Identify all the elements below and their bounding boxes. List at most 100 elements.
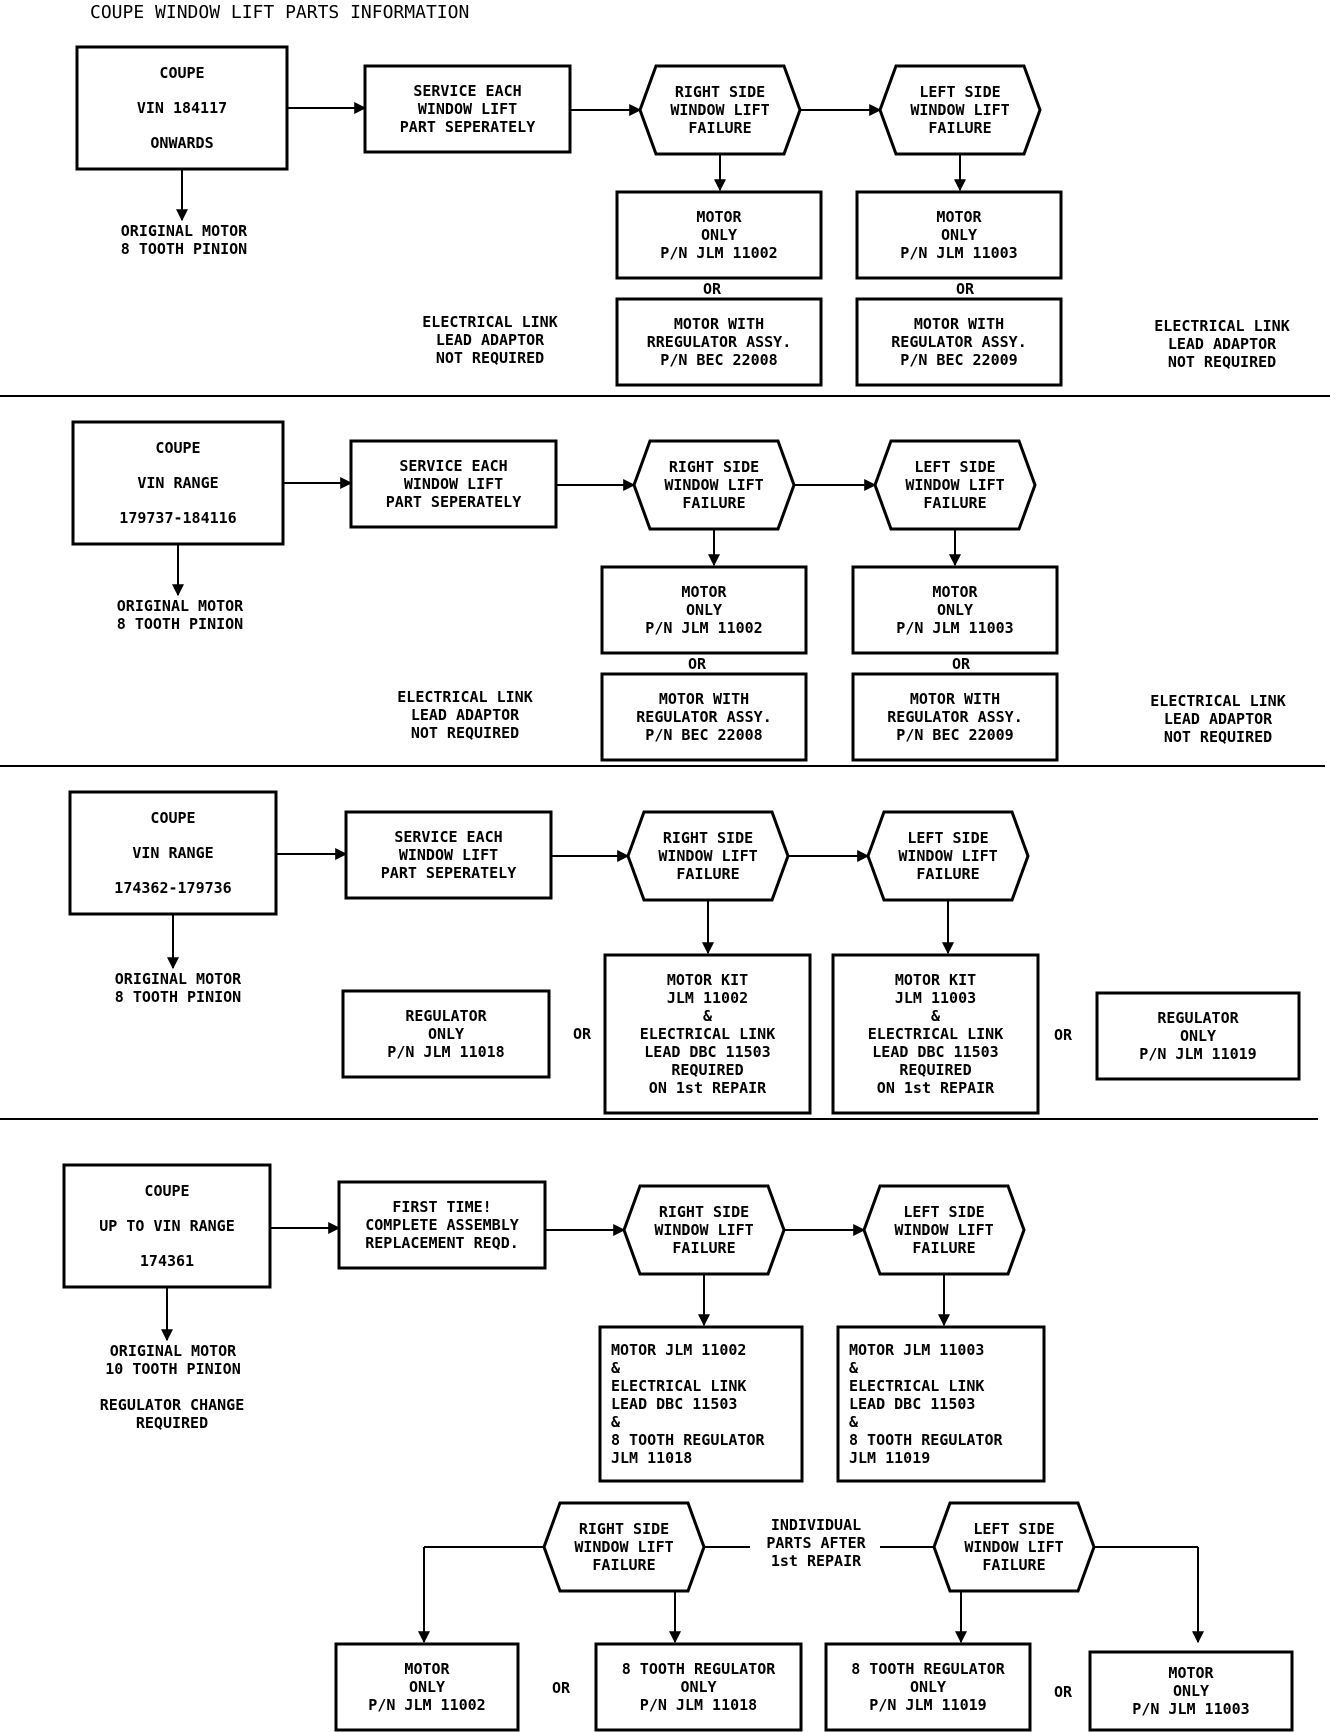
s4-left-reg-only-box <box>824 1642 1032 1732</box>
s4-left-assembly-box-line: & <box>849 1413 859 1431</box>
s1-note-right-line: NOT REQUIRED <box>1168 353 1276 371</box>
s3-range-box-line: 174362-179736 <box>114 879 231 897</box>
s3-right-kit-box-line: MOTOR KIT <box>667 971 748 989</box>
s2-note-right-line: ELECTRICAL LINK <box>1150 692 1285 710</box>
s3-right-kit-box-line: ON 1st REPAIR <box>649 1079 767 1097</box>
s4-left-failure-hex-2 <box>932 1501 1096 1593</box>
s4-right-reg-only-box <box>594 1642 803 1732</box>
s1-right-regulator-box-line: P/N BEC 22008 <box>660 351 777 369</box>
s4-right-motor-only-box <box>334 1642 520 1732</box>
s3-service-box-line: PART SEPERATELY <box>381 864 516 882</box>
s4-left-reg-only-box-line: P/N JLM 11019 <box>869 1696 986 1714</box>
s1-right-failure-hex-line: RIGHT SIDE <box>675 83 765 101</box>
s1-note-right-line: LEAD ADAPTOR <box>1168 335 1277 353</box>
s3-right-kit-box <box>603 953 812 1115</box>
s4-first-time-box-line: REPLACEMENT REQD. <box>365 1234 519 1252</box>
s4-left-reg-only-box-line: ONLY <box>910 1678 946 1696</box>
s2-range-box-line: COUPE <box>155 439 200 457</box>
s4-left-reg-only-box-line: 8 TOOTH REGULATOR <box>851 1660 1005 1678</box>
s3-left-kit-box-line: JLM 11003 <box>895 989 976 1007</box>
s4-right-failure-hex-line: FAILURE <box>672 1239 735 1257</box>
s3-left-regulator-box-line: ONLY <box>1180 1027 1216 1045</box>
s3-or-label: OR <box>1054 1026 1073 1044</box>
s3-left-kit-box-line: ON 1st REPAIR <box>877 1079 995 1097</box>
s4-right-reg-only-box-line: 8 TOOTH REGULATOR <box>622 1660 776 1678</box>
s4-right-motor-only-box-line: ONLY <box>409 1678 445 1696</box>
s2-left-motor-box-line: P/N JLM 11003 <box>896 619 1013 637</box>
s3-right-kit-box-line: REQUIRED <box>671 1061 743 1079</box>
s3-right-kit-box-line: ELECTRICAL LINK <box>640 1025 775 1043</box>
s2-left-motor-box-line: ONLY <box>937 601 973 619</box>
s4-left-motor-only-box-line: MOTOR <box>1168 1664 1214 1682</box>
s1-range-box-line: VIN 184117 <box>137 99 227 117</box>
s3-right-failure-hex-line: RIGHT SIDE <box>663 829 753 847</box>
s1-service-box <box>363 64 572 154</box>
s1-left-regulator-box-line: MOTOR WITH <box>914 315 1004 333</box>
s4-first-time-box-line: FIRST TIME! <box>392 1198 491 1216</box>
s2-motor-note-line: 8 TOOTH PINION <box>117 615 243 633</box>
s4-motor-note-line: 10 TOOTH PINION <box>105 1360 240 1378</box>
s4-left-failure-hex-line: LEFT SIDE <box>903 1203 984 1221</box>
s1-left-failure-hex-line: LEFT SIDE <box>919 83 1000 101</box>
s4-right-assembly-box-line: 8 TOOTH REGULATOR <box>611 1431 765 1449</box>
s4-right-failure-hex-2-line: WINDOW LIFT <box>574 1538 673 1556</box>
s1-or-label: OR <box>956 280 975 298</box>
s1-right-failure-hex-line: WINDOW LIFT <box>670 101 769 119</box>
s1-note-left-line: ELECTRICAL LINK <box>422 313 557 331</box>
s3-right-failure-hex-line: WINDOW LIFT <box>658 847 757 865</box>
s2-note-left-line: ELECTRICAL LINK <box>397 688 532 706</box>
s1-left-failure-hex-line: WINDOW LIFT <box>910 101 1009 119</box>
s4-right-reg-only-box-line: ONLY <box>680 1678 716 1696</box>
s1-service-box-line: PART SEPERATELY <box>400 118 535 136</box>
s1-right-motor-box <box>615 190 823 280</box>
s2-left-motor-box-line: MOTOR <box>932 583 978 601</box>
s1-left-regulator-box <box>855 297 1063 387</box>
s4-left-assembly-box <box>836 1325 1046 1483</box>
s3-right-regulator-box-line: REGULATOR <box>405 1007 487 1025</box>
s4-range-box <box>62 1163 272 1289</box>
s3-right-failure-hex <box>626 810 790 902</box>
s4-right-assembly-box-line: & <box>611 1413 621 1431</box>
s4-right-assembly-box <box>598 1325 804 1483</box>
s4-range-box-line: COUPE <box>144 1182 189 1200</box>
s1-left-regulator-box-line: P/N BEC 22009 <box>900 351 1017 369</box>
s4-right-failure-hex-line: RIGHT SIDE <box>659 1203 749 1221</box>
s1-range-box-line: ONWARDS <box>150 134 213 152</box>
s1-right-failure-hex <box>638 64 802 156</box>
s3-motor-note-line: ORIGINAL MOTOR <box>115 970 242 988</box>
s4-first-time-box <box>337 1180 547 1270</box>
s4-left-failure-hex-2-line: FAILURE <box>982 1556 1045 1574</box>
s3-right-kit-box-line: & <box>703 1007 713 1025</box>
s4-left-assembly-box-line: MOTOR JLM 11003 <box>849 1341 984 1359</box>
s4-left-assembly-box-line: JLM 11019 <box>849 1449 930 1467</box>
s1-right-regulator-box-line: RREGULATOR ASSY. <box>647 333 792 351</box>
s1-left-failure-hex-line: FAILURE <box>928 119 991 137</box>
s4-left-failure-hex-line: WINDOW LIFT <box>894 1221 993 1239</box>
s3-left-failure-hex-line: LEFT SIDE <box>907 829 988 847</box>
s4-right-failure-hex-2 <box>542 1501 706 1593</box>
s3-right-regulator-box <box>341 989 551 1079</box>
s4-right-assembly-box-line: & <box>611 1359 621 1377</box>
s3-range-box-line: COUPE <box>150 809 195 827</box>
s2-right-motor-box-line: MOTOR <box>681 583 727 601</box>
s4-left-failure-hex <box>862 1184 1026 1276</box>
s2-left-regulator-box-line: REGULATOR ASSY. <box>887 708 1022 726</box>
s4-left-motor-only-box-line: ONLY <box>1173 1682 1209 1700</box>
s1-or-label: OR <box>703 280 722 298</box>
s3-left-regulator-box-line: REGULATOR <box>1157 1009 1239 1027</box>
s3-left-kit-box-line: LEAD DBC 11503 <box>872 1043 998 1061</box>
s3-motor-note-line: 8 TOOTH PINION <box>115 988 241 1006</box>
s2-left-failure-hex-line: LEFT SIDE <box>914 458 995 476</box>
s2-right-regulator-box-line: MOTOR WITH <box>659 690 749 708</box>
s2-right-regulator-box-line: REGULATOR ASSY. <box>636 708 771 726</box>
s4-right-reg-only-box-line: P/N JLM 11018 <box>640 1696 757 1714</box>
s2-service-box-line: SERVICE EACH <box>399 457 507 475</box>
s4-right-assembly-box-line: JLM 11018 <box>611 1449 692 1467</box>
s2-right-motor-box-line: ONLY <box>686 601 722 619</box>
s2-right-motor-box <box>600 565 808 655</box>
s2-note-right-line: NOT REQUIRED <box>1164 728 1272 746</box>
s1-left-failure-hex <box>878 64 1042 156</box>
s2-right-failure-hex-line: WINDOW LIFT <box>664 476 763 494</box>
s2-left-motor-box <box>851 565 1059 655</box>
